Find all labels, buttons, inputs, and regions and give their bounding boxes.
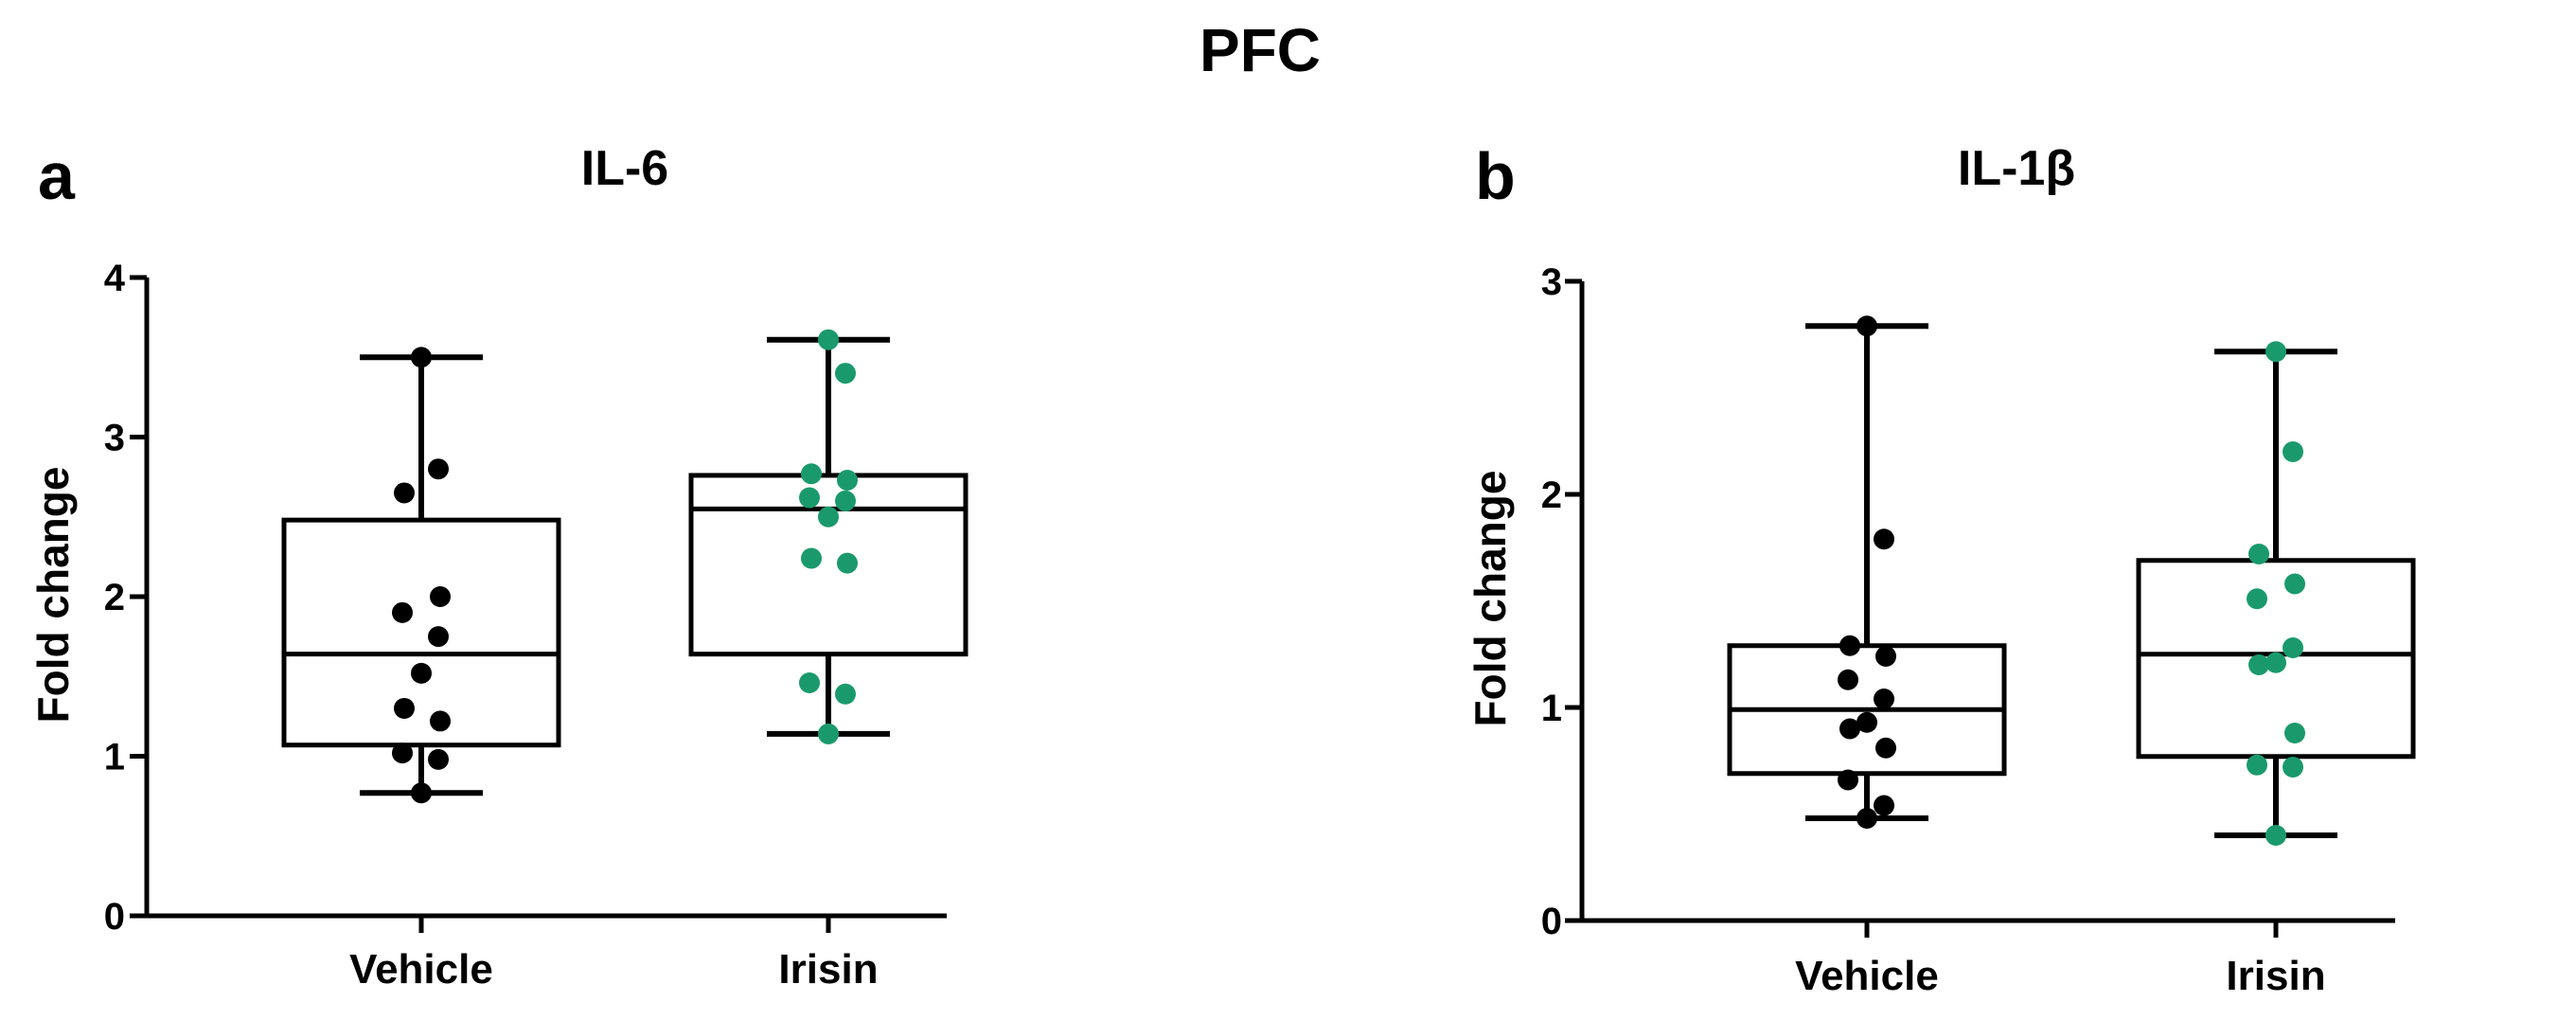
panel-b-data-point: [1874, 528, 1894, 550]
panel-a-category-label: Irisin: [778, 946, 878, 993]
panel-a-data-point: [818, 723, 839, 744]
panel-b-data-point: [2283, 441, 2303, 462]
panel-a-data-point: [411, 347, 432, 368]
panel-b-ytick-label: 1: [1541, 688, 1562, 729]
panel-b-data-point: [1875, 646, 1896, 667]
panel-a-data-point: [835, 363, 856, 385]
panel-b-data-point: [1856, 315, 1877, 337]
panel-a-title: IL-6: [581, 141, 668, 196]
panel-a-data-point: [428, 458, 449, 480]
panel-b-data-point: [2247, 588, 2267, 610]
panel-a-data-point: [818, 506, 839, 528]
panel-a-ytick-label: 0: [104, 896, 125, 938]
panel-b-category-label: Irisin: [2226, 953, 2325, 999]
panel-b-ytick-label: 3: [1541, 261, 1562, 303]
figure-title: PFC: [1199, 16, 1321, 84]
panel-b-data-point: [2284, 723, 2305, 743]
panel-b-data-point: [2283, 637, 2303, 658]
panel-a-ytick-label: 4: [104, 258, 126, 299]
panel-a-data-point: [394, 697, 415, 719]
panel-a-data-point: [430, 710, 451, 732]
panel-a-data-point: [428, 748, 449, 770]
panel-b-data-point: [2284, 573, 2305, 595]
panel-a-data-point: [392, 743, 413, 764]
panel-b-data-point: [2283, 757, 2303, 778]
panel-b-data-point: [2265, 825, 2286, 846]
panel-a-data-point: [837, 469, 858, 491]
panel-b-data-point: [2247, 754, 2267, 776]
panel-a-data-point: [428, 626, 449, 648]
panel-a-data-point: [835, 490, 856, 511]
panel-b-data-point: [1839, 635, 1860, 656]
panel-a-data-point: [799, 487, 820, 509]
panel-b-category-label: Vehicle: [1795, 953, 1939, 999]
panel-b-data-point: [1839, 718, 1860, 740]
panel-b-data-point: [1856, 711, 1877, 733]
panel-b-data-point: [1838, 669, 1858, 690]
panel-a-ytick-label: 1: [104, 737, 125, 778]
panel-a-data-point: [835, 683, 856, 705]
panel-b-title: IL-1β: [1958, 141, 2075, 196]
panel-a-data-point: [394, 482, 415, 504]
panel-a-category-label: Vehicle: [349, 946, 493, 993]
panel-a-data-point: [818, 329, 839, 350]
panel-a-ylabel: Fold change: [28, 467, 78, 724]
panel-a-data-point: [411, 782, 432, 804]
panel-a-data-point: [411, 662, 432, 684]
panel-a-box: [281, 517, 561, 748]
panel-a-box: [688, 473, 968, 657]
panel-b-data-point: [1838, 769, 1858, 791]
panel-a-data-point: [392, 601, 413, 623]
panel-a-data-point: [801, 463, 822, 485]
panel-b-data-point: [1874, 795, 1894, 816]
panel-a-data-point: [799, 671, 820, 693]
panel-b-data-point: [2248, 654, 2269, 675]
panel-b-data-point: [1856, 808, 1877, 829]
panel-letter-b: b: [1475, 139, 1516, 213]
panel-b-ylabel: Fold change: [1466, 471, 1515, 727]
panel-a-ytick-label: 3: [104, 418, 125, 459]
panel-b-ytick-label: 2: [1541, 474, 1562, 516]
panel-b-ytick-label: 0: [1541, 901, 1562, 942]
panel-a-data-point: [801, 547, 822, 569]
panel-b-data-point: [1874, 689, 1894, 709]
panel-b-data-point: [1875, 737, 1896, 759]
panel-b-data-point: [2248, 544, 2269, 564]
panel-a-ytick-label: 2: [104, 577, 125, 618]
panel-a-data-point: [430, 586, 451, 607]
panel-a-data-point: [837, 552, 858, 574]
panel-b-data-point: [2265, 341, 2286, 363]
panel-b-data-point: [2265, 652, 2286, 673]
panel-letter-a: a: [38, 139, 76, 213]
